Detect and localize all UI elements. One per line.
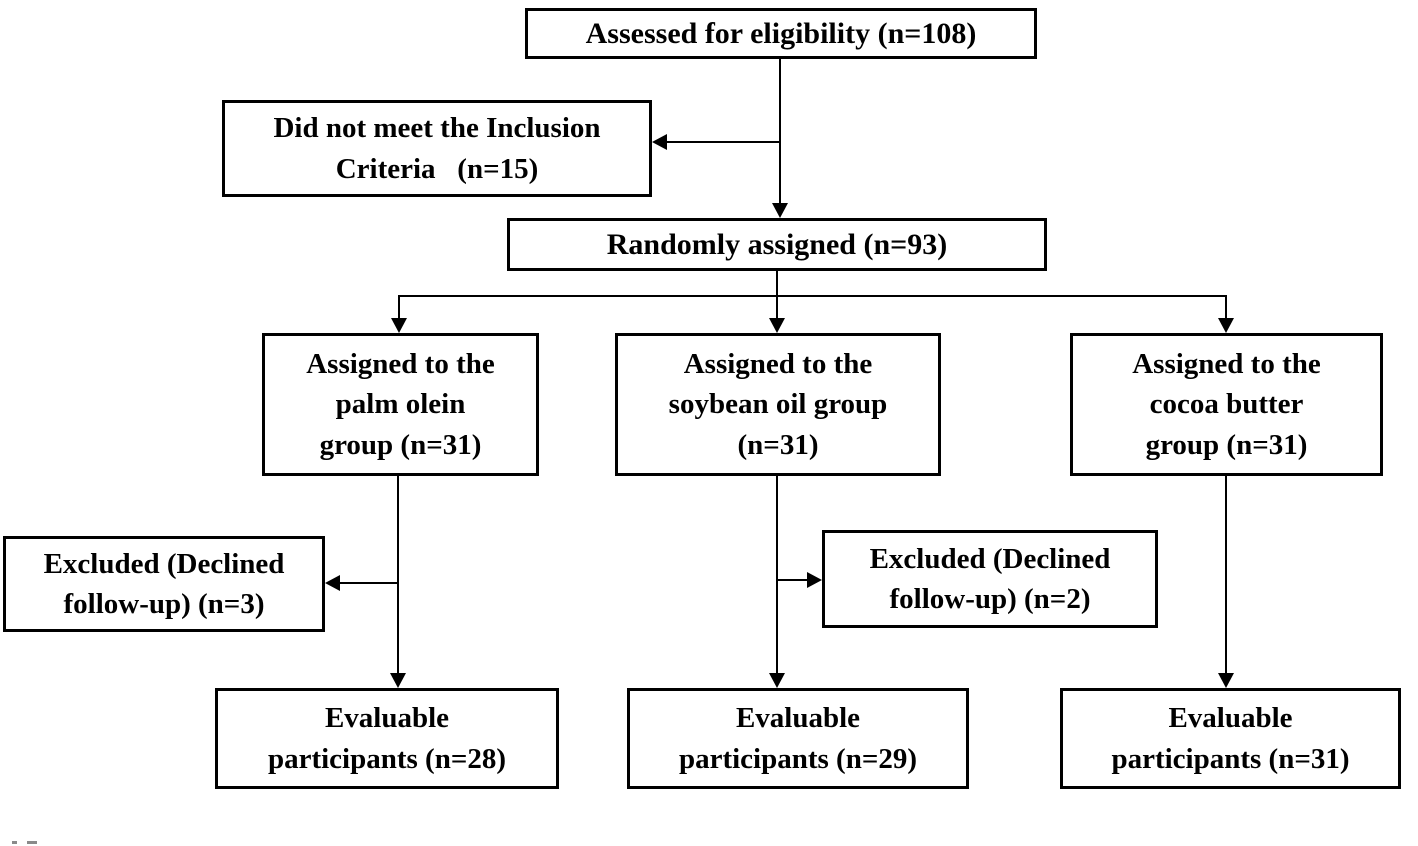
arrowhead-into-randomized-icon — [772, 203, 788, 218]
node-cocoa-butter-group: Assigned to the cocoa butter group (n=31… — [1070, 333, 1383, 476]
node-label-line: Excluded (Declined — [869, 542, 1111, 575]
cropped-caption-fragment — [12, 841, 17, 844]
node-label-line: participants (n=31) — [1111, 742, 1350, 775]
node-label-line: group (n=31) — [1145, 428, 1308, 461]
connector-randomized-to-splitter — [776, 271, 778, 296]
connector-soybean-to-evaluable — [776, 476, 778, 674]
arrowhead-into-cocoa-icon — [1218, 318, 1234, 333]
connector-to-not-met — [666, 141, 780, 143]
arrowhead-into-excluded-palm-icon — [325, 575, 340, 591]
node-evaluable-soybean: Evaluable participants (n=29) — [627, 688, 969, 789]
node-label-line: Evaluable — [1168, 702, 1293, 735]
node-label-line: follow-up) (n=3) — [63, 588, 265, 620]
connector-palm-to-excluded — [339, 582, 398, 584]
arrowhead-into-evaluable-palm-icon — [390, 673, 406, 688]
arrowhead-into-evaluable-soybean-icon — [769, 673, 785, 688]
connector-drop-cocoa — [1225, 296, 1227, 319]
node-label-line: Assessed for eligibility (n=108) — [585, 16, 977, 50]
node-assessed-eligibility: Assessed for eligibility (n=108) — [525, 8, 1037, 59]
node-label-line: Excluded (Declined — [43, 547, 285, 580]
node-label-line: group (n=31) — [319, 428, 482, 461]
arrowhead-into-evaluable-cocoa-icon — [1218, 673, 1234, 688]
node-label-line: palm olein — [335, 388, 466, 421]
connector-assessed-to-randomized — [779, 59, 781, 204]
connector-drop-soybean — [776, 296, 778, 319]
node-label-line: Assigned to the — [683, 348, 873, 381]
arrowhead-into-excluded-soybean-icon — [807, 572, 822, 588]
connector-splitter-horizontal — [398, 295, 1227, 297]
connector-palm-to-evaluable — [397, 476, 399, 674]
arrowhead-into-not-met-icon — [652, 134, 667, 150]
node-label-line: Assigned to the — [306, 348, 495, 381]
node-label-line: Evaluable — [735, 702, 861, 735]
node-evaluable-palm: Evaluable participants (n=28) — [215, 688, 559, 789]
node-excluded-soybean: Excluded (Declined follow-up) (n=2) — [822, 530, 1158, 628]
node-randomly-assigned: Randomly assigned (n=93) — [507, 218, 1047, 271]
node-label-line: Assigned to the — [1132, 348, 1321, 381]
node-label-line: Evaluable — [324, 702, 450, 735]
node-label-line: Randomly assigned (n=93) — [606, 227, 948, 261]
node-did-not-meet-inclusion: Did not meet the Inclusion Criteria (n=1… — [222, 100, 652, 197]
node-label-line: Criteria (n=15) — [335, 152, 539, 185]
node-evaluable-cocoa: Evaluable participants (n=31) — [1060, 688, 1401, 789]
cropped-caption-fragment — [27, 841, 37, 844]
connector-cocoa-to-evaluable — [1225, 476, 1227, 674]
connector-drop-palm — [398, 296, 400, 319]
node-label-line: Did not meet the Inclusion — [273, 112, 601, 145]
node-soybean-oil-group: Assigned to the soybean oil group (n=31) — [615, 333, 941, 476]
node-label-line: cocoa butter — [1149, 388, 1304, 421]
node-label-line: soybean oil group — [668, 388, 888, 421]
connector-soybean-to-excluded — [778, 579, 808, 581]
node-palm-olein-group: Assigned to the palm olein group (n=31) — [262, 333, 539, 476]
node-label-line: (n=31) — [737, 428, 819, 461]
arrowhead-into-palm-icon — [391, 318, 407, 333]
node-excluded-palm: Excluded (Declined follow-up) (n=3) — [3, 536, 325, 632]
node-label-line: participants (n=29) — [678, 742, 918, 775]
arrowhead-into-soybean-icon — [769, 318, 785, 333]
node-label-line: follow-up) (n=2) — [889, 583, 1091, 615]
node-label-line: participants (n=28) — [267, 742, 507, 775]
